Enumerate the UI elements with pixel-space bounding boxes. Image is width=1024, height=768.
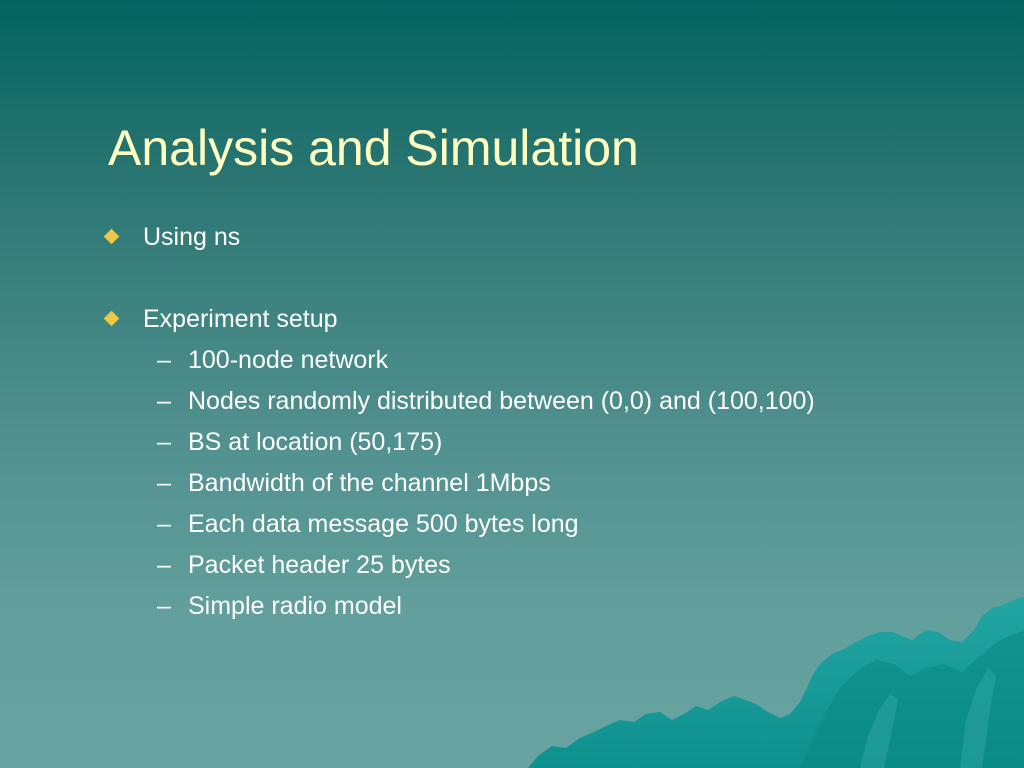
sub-bullet-text: Packet header 25 bytes <box>188 551 451 579</box>
diamond-bullet-icon <box>103 310 120 327</box>
slide-title: Analysis and Simulation <box>108 120 639 176</box>
diamond-bullet-icon <box>103 228 120 245</box>
sub-bullet-text: Simple radio model <box>188 592 402 620</box>
bullet-text: Experiment setup <box>143 305 338 333</box>
sub-bullet-text: Bandwidth of the channel 1Mbps <box>188 469 551 497</box>
dash-marker: – <box>157 510 171 538</box>
dash-marker: – <box>157 592 171 620</box>
dash-marker: – <box>157 428 171 456</box>
sub-bullet-text: Each data message 500 bytes long <box>188 510 579 538</box>
dash-marker: – <box>157 469 171 497</box>
sub-bullet-text: 100-node network <box>188 346 389 374</box>
sub-bullet-text: BS at location (50,175) <box>188 428 443 456</box>
dash-marker: – <box>157 551 171 579</box>
dash-marker: – <box>157 387 171 415</box>
sub-bullet-text: Nodes randomly distributed between (0,0)… <box>188 387 815 415</box>
dash-marker: – <box>157 346 171 374</box>
bullet-text: Using ns <box>143 223 241 251</box>
